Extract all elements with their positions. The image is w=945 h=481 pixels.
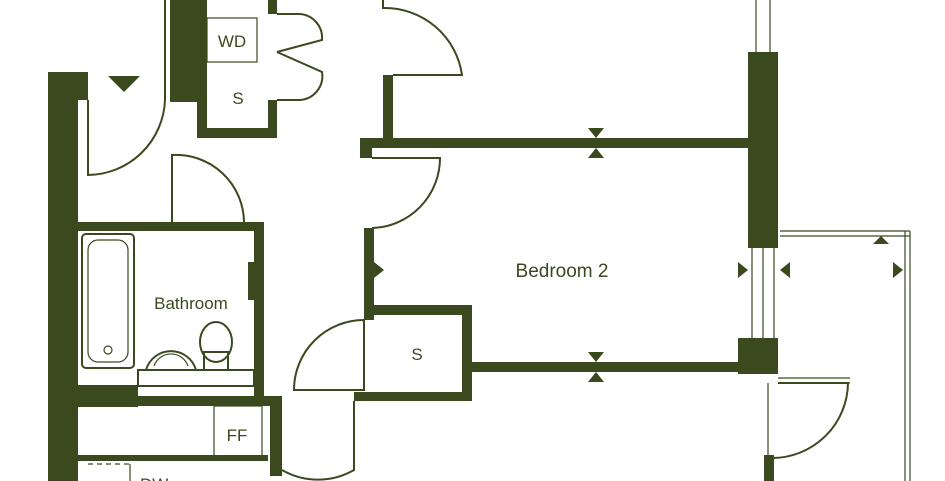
bathtub bbox=[81, 233, 135, 369]
bedroom2-bottom-wall bbox=[472, 362, 742, 372]
window-marker-icons bbox=[374, 128, 903, 382]
entrance-door bbox=[87, 0, 166, 177]
utility-closet: WD S bbox=[206, 17, 258, 108]
right-exterior-wall bbox=[748, 52, 778, 248]
bedroom2-top-wall bbox=[360, 138, 750, 148]
balcony-door bbox=[771, 382, 850, 459]
storage-door bbox=[292, 319, 365, 391]
entrance-arrow-icon bbox=[108, 76, 140, 92]
basin bbox=[144, 350, 198, 371]
dw-label: DW bbox=[140, 475, 168, 481]
wd-label: WD bbox=[218, 32, 246, 51]
bathroom-top-wall bbox=[78, 222, 262, 231]
room-label-bedroom2: Bedroom 2 bbox=[516, 261, 609, 282]
kitchen: FF DW bbox=[88, 405, 263, 481]
wd-closet-wall bbox=[170, 0, 198, 102]
bathroom-fixtures bbox=[81, 233, 256, 387]
storage-top-wall bbox=[364, 305, 472, 315]
doors bbox=[87, 0, 850, 481]
windows bbox=[51, 0, 911, 481]
bedroom2-door bbox=[371, 157, 442, 229]
storage-label-top: S bbox=[232, 89, 243, 108]
left-exterior-wall bbox=[48, 72, 78, 481]
toilet bbox=[199, 321, 233, 363]
bathroom-door bbox=[171, 153, 245, 223]
walls bbox=[48, 0, 778, 481]
storage-label-mid: S bbox=[411, 345, 422, 364]
hall-door bbox=[281, 401, 355, 481]
room-label-bathroom: Bathroom bbox=[154, 294, 228, 313]
door-swing-icon bbox=[382, 0, 464, 76]
ff-label: FF bbox=[227, 426, 248, 445]
